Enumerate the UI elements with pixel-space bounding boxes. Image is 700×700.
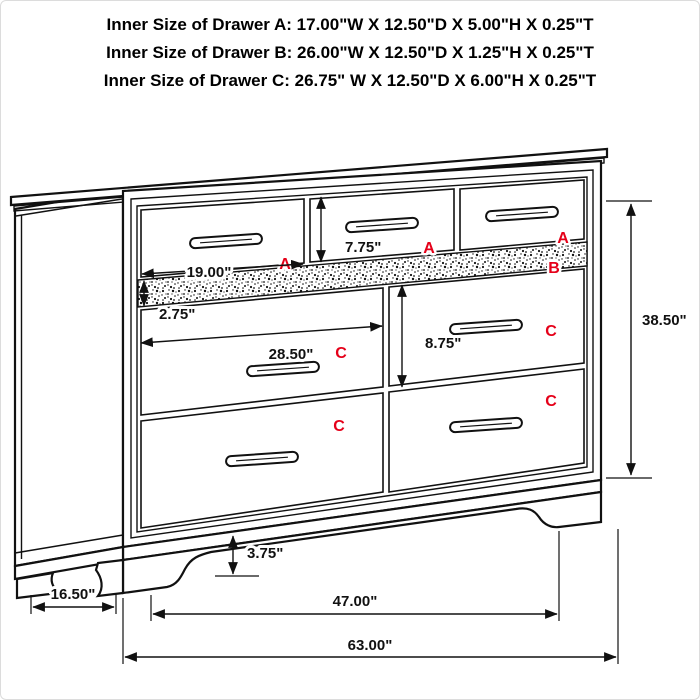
drawer-c2-right-label: C (545, 393, 557, 410)
side-panel (13, 189, 125, 568)
front-apron-and-feet (121, 490, 603, 595)
drawer-c2-left-label: C (333, 418, 345, 435)
drawer-b-label: B (548, 260, 560, 277)
side-panel-top-line (15, 198, 123, 217)
spec-line-drawer-b: Inner Size of Drawer B: 26.00"W X 12.50"… (106, 43, 594, 62)
dim-label-drawer-c-width: 28.50" (269, 346, 314, 363)
drawer-c1-left (140, 287, 384, 416)
dim-label-drawer-c-height: 8.75" (425, 335, 461, 352)
dim-label-overall-width: 63.00" (348, 637, 393, 654)
spec-line-drawer-a: Inner Size of Drawer A: 17.00"W X 12.50"… (106, 15, 594, 34)
drawer-a3-label: A (557, 230, 569, 247)
dim-arrow-drawer-c-width (140, 321, 383, 348)
drawer-size-specs: Inner Size of Drawer A: 17.00"W X 12.50"… (1, 11, 699, 95)
dim-arrow-drawer-a-width (141, 259, 304, 279)
front-frame-outer (130, 169, 594, 539)
front-frame-inner (136, 176, 588, 533)
spec-line-drawer-c: Inner Size of Drawer C: 26.75" W X 12.50… (103, 71, 597, 90)
drawer-a2-label: A (423, 240, 435, 257)
dim-label-leg-spacing: 47.00" (333, 593, 378, 610)
dim-label-overall-height: 38.50" (642, 312, 687, 329)
dim-label-drawer-a-width: 19.00" (187, 264, 232, 281)
drawer-c1-right-label: C (545, 323, 557, 340)
dim-label-depth: 16.50" (51, 586, 96, 603)
side-panel-bottom-line (14, 534, 124, 554)
drawer-b-glitter-strip (137, 241, 588, 308)
dim-label-drawer-a-height: 7.75" (345, 239, 381, 256)
dim-label-base-height: 3.75" (247, 545, 283, 562)
dim-label-drawer-b-height: 2.75" (159, 306, 195, 323)
side-front-foot (94, 558, 125, 598)
side-back-foot (15, 571, 60, 600)
drawer-c1-left-label: C (335, 345, 347, 362)
